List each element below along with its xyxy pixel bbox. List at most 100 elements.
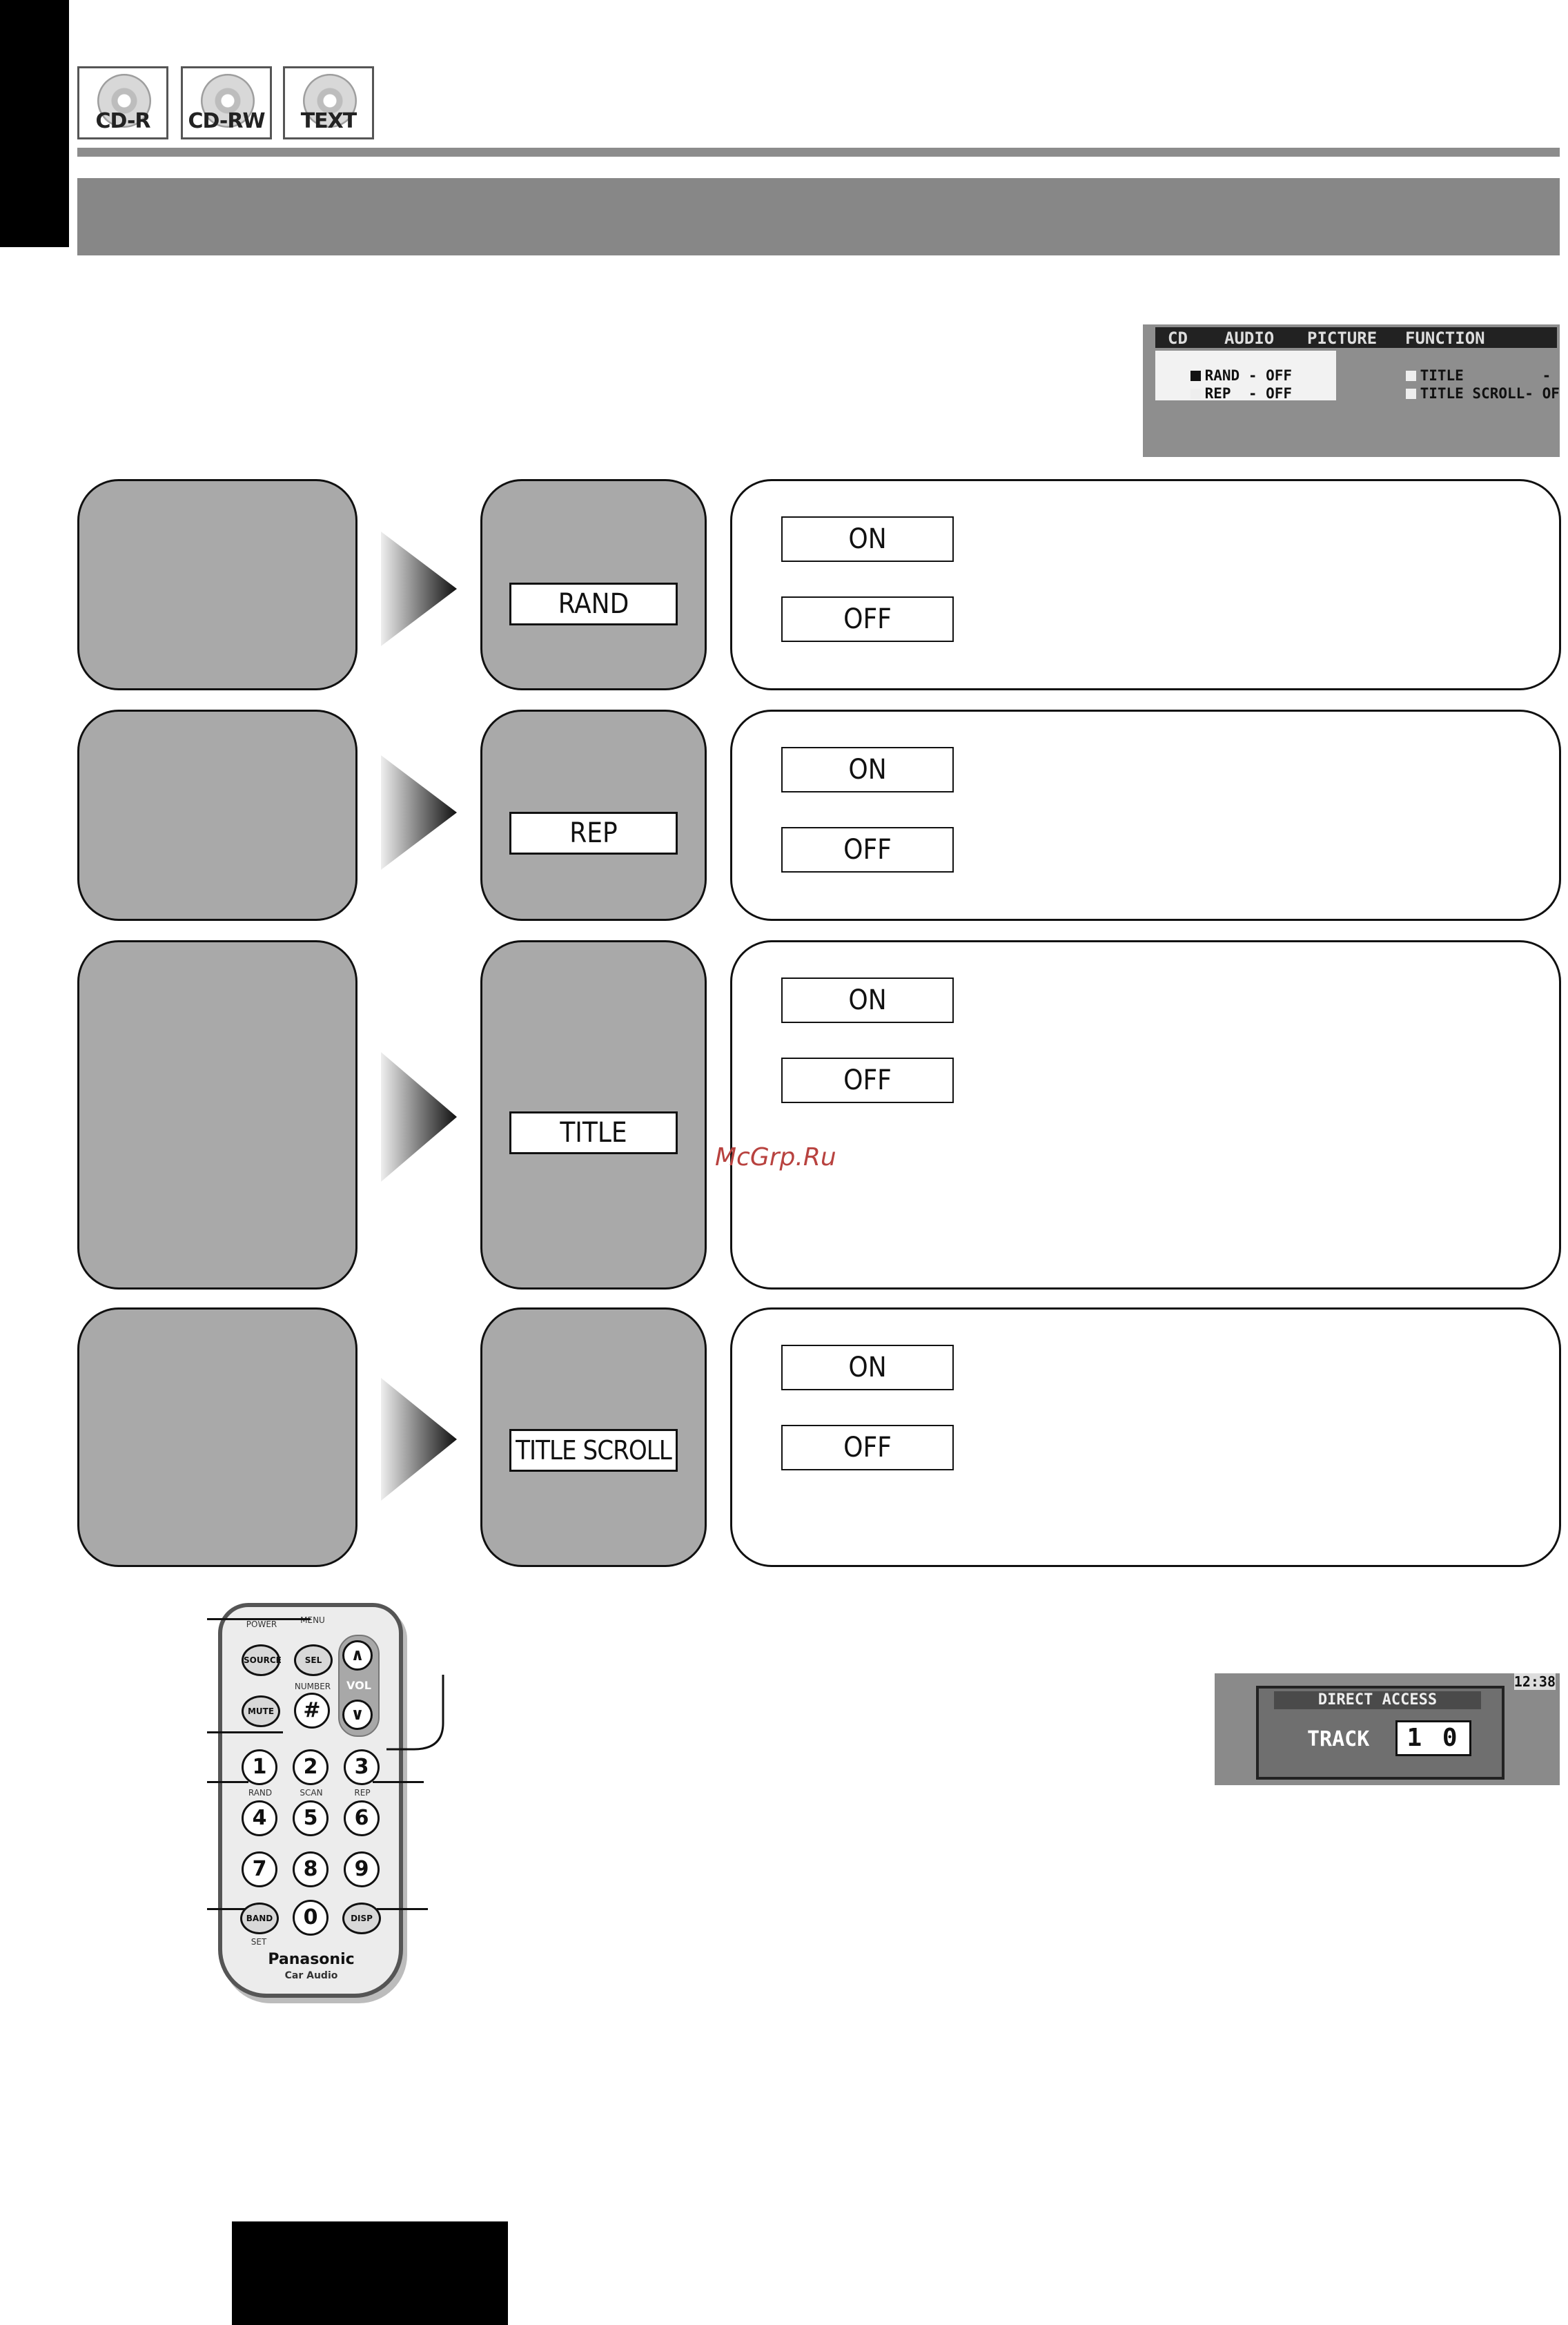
badge-label: TEXT <box>300 109 357 133</box>
direct-access-title: DIRECT ACCESS <box>1274 1691 1481 1709</box>
power-label: POWER <box>246 1619 277 1629</box>
osd-tab-audio: AUDIO <box>1224 329 1275 348</box>
badge-label: CD-R <box>95 109 150 133</box>
set-label: SET <box>251 1937 267 1947</box>
callout-line <box>377 1908 428 1910</box>
num-8-button: 8 <box>293 1851 329 1887</box>
item-label-rep: REP <box>509 812 678 855</box>
menu-label: MENU <box>300 1615 325 1625</box>
item-label-title-scroll: TITLE SCROLL <box>509 1429 678 1472</box>
mute-button: MUTE <box>242 1695 280 1727</box>
direct-access-screenshot: 12:38 DIRECT ACCESS TRACK 1 0 <box>1215 1673 1560 1785</box>
band-button: BAND <box>240 1903 279 1934</box>
num-9-button: 9 <box>344 1851 380 1887</box>
step-2-options-panel <box>730 710 1561 921</box>
osd-row-rand: RAND - OFF <box>1155 351 1336 400</box>
rep-label: REP <box>354 1788 371 1798</box>
cd-text-disc-icon <box>303 74 357 128</box>
callout-line <box>207 1781 248 1783</box>
cd-rw-disc-icon <box>201 74 255 128</box>
remote-control-illustration: POWER MENU SOURCE SEL ∧ VOL ∨ NUMBER MUT… <box>218 1603 403 1998</box>
sel-button: SEL <box>294 1644 333 1676</box>
selected-marker-icon <box>1190 371 1201 381</box>
osd-row-label: TITLE <box>1420 367 1464 384</box>
marker-icon <box>1405 389 1416 399</box>
callout-curve <box>386 1675 444 1751</box>
callout-line <box>207 1618 311 1620</box>
vol-label: VOL <box>346 1679 371 1692</box>
osd-row-title-scroll: TITLE SCROLL- OFF <box>1371 369 1560 418</box>
direct-access-window: DIRECT ACCESS TRACK 1 0 <box>1256 1686 1505 1780</box>
osd-row-value: - OFF <box>1525 385 1560 402</box>
osd-tab-function: FUNCTION <box>1405 329 1485 348</box>
scan-label: SCAN <box>300 1788 323 1798</box>
osd-row-label: RAND <box>1204 367 1240 384</box>
option-off: OFF <box>781 827 954 873</box>
num-5-button: 5 <box>293 1800 329 1836</box>
item-label-rand: RAND <box>509 583 678 625</box>
callout-line <box>373 1781 424 1783</box>
track-label: TRACK <box>1307 1727 1370 1751</box>
cd-r-badge: CD-R <box>77 66 168 139</box>
marker-icon <box>1405 371 1416 381</box>
num-3-button: 3 <box>344 1749 380 1785</box>
header-rule <box>77 148 1560 157</box>
badge-label: CD-RW <box>188 109 265 133</box>
step-3-left-panel <box>77 940 357 1290</box>
track-number-field: 1 0 <box>1395 1720 1471 1756</box>
osd-menu-screenshot: CD AUDIO PICTURE FUNCTION RAND - OFF REP… <box>1143 324 1560 457</box>
item-label-title: TITLE <box>509 1111 678 1154</box>
brand-logo: Panasonic <box>268 1951 355 1968</box>
disp-button: DISP <box>342 1903 381 1934</box>
chevron-up-icon: ∧ <box>342 1640 373 1671</box>
num-1-button: 1 <box>242 1749 277 1785</box>
brand-subtitle: Car Audio <box>284 1970 338 1981</box>
osd-row-label: TITLE SCROLL <box>1420 385 1525 402</box>
step-2-left-panel <box>77 710 357 921</box>
cd-rw-badge: CD-RW <box>181 66 272 139</box>
osd-tab-picture: PICTURE <box>1307 329 1378 348</box>
option-off: OFF <box>781 1058 954 1103</box>
num-2-button: 2 <box>293 1749 329 1785</box>
option-off: OFF <box>781 1425 954 1470</box>
num-0-button: 0 <box>293 1900 329 1936</box>
osd-row-value: - OFF <box>1248 385 1293 402</box>
option-off: OFF <box>781 596 954 642</box>
watermark-text: McGrp.Ru <box>715 1143 836 1171</box>
step-arrow-icon <box>381 532 457 646</box>
step-arrow-icon <box>381 755 457 870</box>
step-1-left-panel <box>77 479 357 690</box>
section-side-tab <box>0 0 69 247</box>
osd-tab-bar: CD AUDIO PICTURE FUNCTION <box>1155 327 1557 348</box>
marker-icon <box>1190 389 1201 399</box>
cd-text-badge: TEXT <box>283 66 374 139</box>
source-button: SOURCE <box>242 1644 282 1676</box>
step-4-left-panel <box>77 1307 357 1567</box>
option-on: ON <box>781 977 954 1023</box>
chevron-down-icon: ∨ <box>342 1700 373 1730</box>
title-bar <box>77 178 1560 255</box>
number-label: NUMBER <box>294 1682 331 1691</box>
osd-row-title: TITLE - OFF <box>1371 351 1560 400</box>
callout-line <box>207 1731 283 1733</box>
callout-line <box>207 1908 246 1910</box>
step-arrow-icon <box>381 1052 457 1182</box>
osd-row-value: - OFF <box>1248 367 1293 384</box>
step-arrow-icon <box>381 1378 457 1501</box>
num-4-button: 4 <box>242 1800 277 1836</box>
step-1-options-panel <box>730 479 1561 690</box>
option-on: ON <box>781 1345 954 1390</box>
option-on: ON <box>781 516 954 562</box>
osd-tab-cd: CD <box>1168 329 1188 348</box>
hash-button: # <box>294 1693 330 1729</box>
rand-label: RAND <box>248 1788 273 1798</box>
vol-rocker: ∧ VOL ∨ <box>338 1635 380 1737</box>
osd-row-value: - OFF <box>1542 367 1560 384</box>
osd-row-label: REP <box>1204 385 1231 402</box>
osd-row-rep: REP - OFF <box>1155 369 1292 418</box>
page-number-box <box>232 2221 508 2325</box>
clock-readout: 12:38 <box>1513 1673 1556 1690</box>
num-6-button: 6 <box>344 1800 380 1836</box>
option-on: ON <box>781 747 954 792</box>
cd-r-disc-icon <box>97 74 151 128</box>
